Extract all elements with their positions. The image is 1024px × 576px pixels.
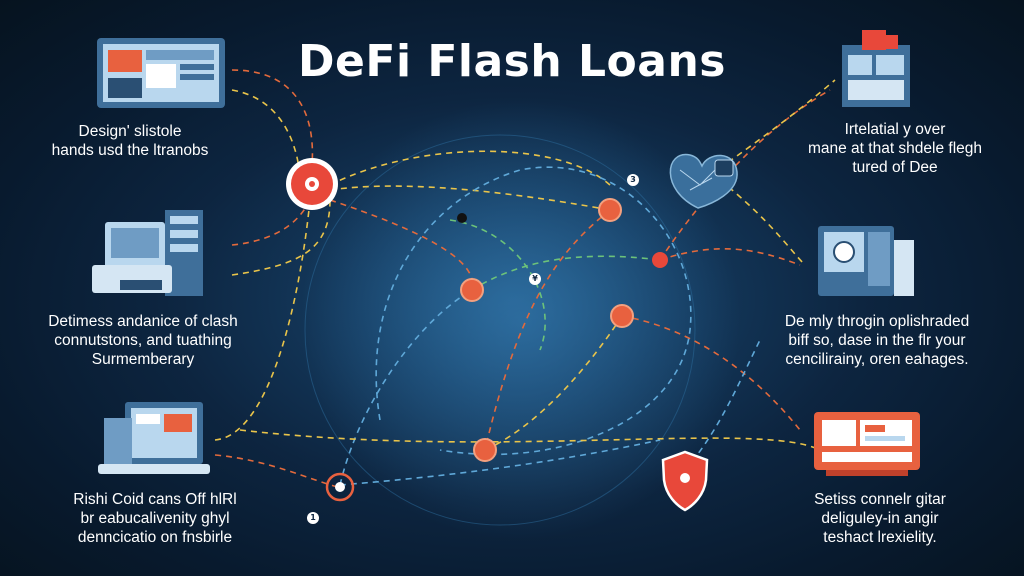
link-botleft-node xyxy=(214,454,339,488)
link-midleft-hub xyxy=(231,199,311,246)
link-topleft-hub-2 xyxy=(231,89,301,183)
caption-line: Detimess andanice of clash xyxy=(48,313,238,330)
storefront-icon xyxy=(842,30,910,107)
link-hub-arc xyxy=(329,150,611,186)
caption-mid-right: De mly throgin oplishraded biff so, dase… xyxy=(752,312,1002,369)
link-node3-register xyxy=(621,315,801,431)
caption-line: connutstons, and tuathing xyxy=(54,332,232,349)
link-orbit-loop xyxy=(375,166,692,456)
link-node2-node xyxy=(471,255,661,291)
node-dark xyxy=(457,213,467,223)
link-heart-atm xyxy=(719,179,806,266)
link-shield-right xyxy=(684,339,761,471)
link-node-store xyxy=(659,89,831,261)
caption-line: biff so, dase in the flr your xyxy=(788,332,966,349)
loan-nodes xyxy=(457,198,668,462)
caption-line: Rishi Coid cans Off hlRl xyxy=(73,491,237,508)
caption-line: Surmemberary xyxy=(91,351,195,368)
link-midleft-hub-2 xyxy=(231,199,331,276)
monitor-dashboard-icon xyxy=(97,38,225,108)
caption-top-right: Irtelatial y over mane at that shdele fl… xyxy=(790,120,1000,177)
node-3 xyxy=(610,304,634,328)
link-bottom-right xyxy=(339,439,661,486)
marker-1: 1 xyxy=(307,512,319,524)
caption-line: cencilirainy, oren eahages. xyxy=(785,351,969,368)
connected-heart-icon xyxy=(669,153,738,209)
marker-3: 3 xyxy=(627,174,639,186)
atm-machine-icon xyxy=(818,226,914,296)
caption-line: mane at that shdele flegh xyxy=(807,140,983,157)
caption-bottom-right: Setiss connelr gitar deliguley-in angir … xyxy=(780,490,980,547)
caption-top-left: Design' slistole hands usd the ltranobs xyxy=(40,122,220,160)
link-node3-node4 xyxy=(484,315,623,451)
caption-line: De mly throgin oplishraded xyxy=(784,313,970,330)
caption-line: hands usd the ltranobs xyxy=(51,142,209,159)
caption-line: Irtelatial y over xyxy=(844,121,946,138)
caption-line: tured of Dee xyxy=(852,159,938,176)
caption-line: br eabucalivenity ghyl xyxy=(80,510,230,527)
link-green-loop xyxy=(449,219,546,351)
link-topleft-hub xyxy=(231,69,314,183)
page-title: DeFi Flash Loans xyxy=(298,36,726,87)
marker-yen: ¥ xyxy=(529,273,541,285)
node-4 xyxy=(473,438,497,462)
link-botleft-hub xyxy=(214,199,311,441)
link-node-atm xyxy=(659,248,801,266)
caption-line: Design' slistole xyxy=(78,123,182,140)
central-orbit xyxy=(304,134,696,526)
laptop-icon xyxy=(98,402,210,474)
node-5 xyxy=(652,252,668,268)
central-glow xyxy=(300,100,740,540)
node-1 xyxy=(598,198,622,222)
target-hub-icon xyxy=(286,158,338,210)
caption-line: Setiss connelr gitar xyxy=(814,491,946,508)
shield-icon xyxy=(661,450,709,512)
caption-line: teshact lrexielity. xyxy=(823,529,937,546)
caption-line: denncicatio on fnsbirle xyxy=(77,529,233,546)
caption-bottom-left: Rishi Coid cans Off hlRl br eabucaliveni… xyxy=(50,490,260,547)
node-2 xyxy=(460,278,484,302)
caption-line: deliguley-in angir xyxy=(821,510,939,527)
caption-mid-left: Detimess andanice of clash connutstons, … xyxy=(28,312,258,369)
server-rack-icon xyxy=(92,210,203,296)
link-hub-node1 xyxy=(329,185,611,211)
link-bottom-wide xyxy=(239,429,821,451)
cash-register-icon xyxy=(814,412,920,476)
connection-lines xyxy=(214,69,836,488)
bottom-node-icon xyxy=(325,472,355,502)
link-node1-node4 xyxy=(484,209,611,451)
